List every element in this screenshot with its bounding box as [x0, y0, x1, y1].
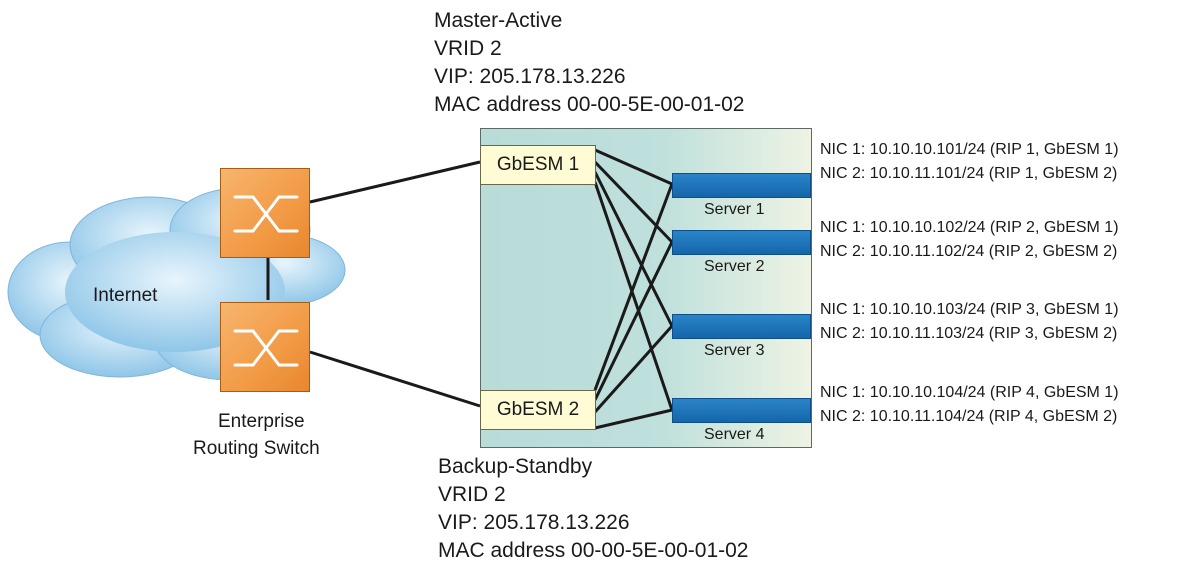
backup-vrid: VRID 2	[438, 483, 506, 506]
enterprise-switch-top	[220, 168, 310, 258]
server-1-nic1: NIC 1: 10.10.10.101/24 (RIP 1, GbESM 1)	[820, 141, 1119, 158]
backup-mac: MAC address 00-00-5E-00-01-02	[438, 539, 749, 562]
server-bar-1	[672, 173, 811, 198]
gbesm-1: GbESM 1	[480, 145, 596, 185]
server-bar-4	[672, 398, 811, 423]
switch-icon	[233, 195, 299, 233]
internet-label: Internet	[93, 285, 158, 306]
server-label-2: Server 2	[704, 258, 765, 275]
server-2-nic1: NIC 1: 10.10.10.102/24 (RIP 2, GbESM 1)	[820, 219, 1119, 236]
server-2-nic2: NIC 2: 10.10.11.102/24 (RIP 2, GbESM 2)	[820, 243, 1118, 260]
server-3-nic1: NIC 1: 10.10.10.103/24 (RIP 3, GbESM 1)	[820, 301, 1119, 318]
server-4-nic2: NIC 2: 10.10.11.104/24 (RIP 4, GbESM 2)	[820, 408, 1118, 425]
switch-label-line1: Enterprise	[218, 411, 305, 432]
server-3-nic2: NIC 2: 10.10.11.103/24 (RIP 3, GbESM 2)	[820, 325, 1118, 342]
master-state: Master-Active	[434, 9, 563, 32]
backup-state: Backup-Standby	[438, 455, 593, 478]
server-4-nic1: NIC 1: 10.10.10.104/24 (RIP 4, GbESM 1)	[820, 384, 1119, 401]
server-label-3: Server 3	[704, 342, 765, 359]
switch-label-line2: Routing Switch	[193, 438, 320, 459]
gbesm-2: GbESM 2	[480, 390, 596, 430]
server-label-1: Server 1	[704, 201, 765, 218]
server-bar-2	[672, 230, 811, 255]
master-mac: MAC address 00-00-5E-00-01-02	[434, 93, 745, 116]
master-vrid: VRID 2	[434, 37, 502, 60]
master-vip: VIP: 205.178.13.226	[434, 65, 626, 88]
switch-icon	[233, 329, 299, 367]
backup-vip: VIP: 205.178.13.226	[438, 511, 630, 534]
server-1-nic2: NIC 2: 10.10.11.101/24 (RIP 1, GbESM 2)	[820, 165, 1118, 182]
server-bar-3	[672, 314, 811, 339]
enterprise-switch-bottom	[220, 302, 310, 392]
server-label-4: Server 4	[704, 426, 765, 443]
